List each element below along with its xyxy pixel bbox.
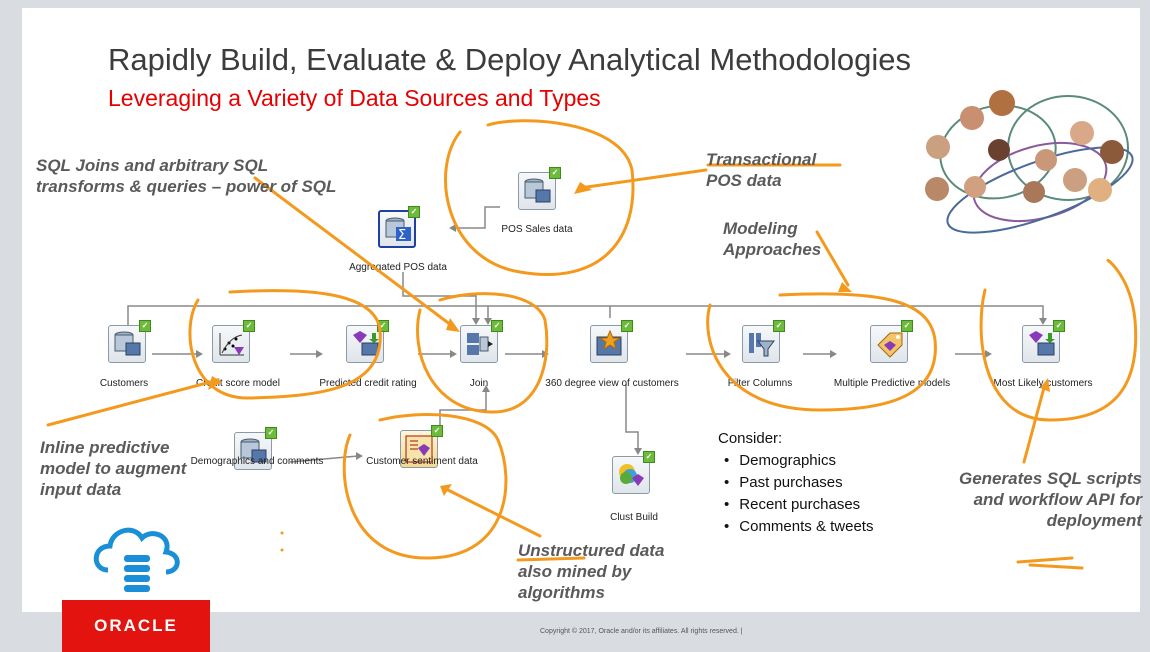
status-check-icon: ✓ [431, 425, 443, 437]
node-label: Multiple Predictive models [833, 378, 951, 389]
status-check-icon: ✓ [643, 451, 655, 463]
consider-item: Past purchases [724, 472, 873, 494]
database-table-icon: ✓ [234, 427, 277, 470]
callout-line: algorithms [518, 583, 605, 602]
status-check-icon: ✓ [408, 206, 420, 218]
filter-icon: ✓ [742, 320, 785, 363]
callout-line: Generates SQL scripts [959, 469, 1142, 488]
node-customers[interactable]: ✓ [108, 320, 151, 363]
status-check-icon: ✓ [491, 320, 503, 332]
callout-inline-predictive: Inline predictive model to augment input… [40, 437, 186, 500]
node-label: Clust Build [610, 512, 658, 523]
node-360-view[interactable]: ✓ [590, 320, 633, 363]
node-label: Customer sentiment data [366, 456, 478, 467]
callout-line: POS data [706, 171, 782, 190]
callout-word: Unstructured [518, 541, 625, 560]
slide-subtitle: Leveraging a Variety of Data Sources and… [108, 85, 601, 111]
node-label: Join [469, 378, 489, 389]
node-label: Predicted credit rating [319, 378, 417, 389]
callout-line: SQL Joins and arbitrary SQL [36, 156, 269, 175]
callout-generates-sql: Generates SQL scripts and workflow API f… [930, 468, 1142, 531]
node-label: Demographics and comments [190, 456, 324, 467]
person-avatar-icon [925, 90, 1124, 203]
database-table-icon: ✓ [518, 167, 561, 210]
diamond-tag-icon: ✓ [870, 320, 913, 363]
node-label: Aggregated POS data [349, 262, 447, 273]
node-join[interactable]: ✓ [460, 320, 503, 363]
callout-modeling: Modeling Approaches [723, 218, 821, 260]
callout-line: Modeling [723, 219, 798, 238]
status-check-icon: ✓ [139, 320, 151, 332]
status-check-icon: ✓ [549, 167, 561, 179]
status-check-icon: ✓ [265, 427, 277, 439]
callout-line: also mined by [518, 562, 632, 581]
callout-transactional: Transactional POS data [706, 149, 816, 191]
database-table-icon: ✓ [108, 320, 151, 363]
callout-line: Approaches [723, 240, 822, 259]
oracle-logo: ORACLE [62, 600, 210, 652]
node-label: Customers [99, 378, 149, 389]
node-pos-sales[interactable]: ✓ [518, 167, 561, 210]
node-sentiment[interactable]: ✓ [400, 425, 443, 468]
node-label: POS Sales data [501, 224, 573, 235]
consider-item: Comments & tweets [724, 516, 873, 538]
consider-item: Demographics [724, 450, 873, 472]
node-most-likely[interactable]: ✓ [1022, 320, 1065, 363]
callout-line: and workflow API for [973, 490, 1142, 509]
node-credit-score[interactable]: ✓ [212, 320, 255, 363]
node-multiple-predictive[interactable]: ✓ [870, 320, 913, 363]
status-check-icon: ✓ [773, 320, 785, 332]
status-check-icon: ✓ [901, 320, 913, 332]
cluster-icon: ✓ [612, 451, 655, 494]
status-check-icon: ✓ [621, 320, 633, 332]
copyright-text: Copyright © 2017, Oracle and/or its affi… [540, 628, 743, 635]
node-demographics[interactable]: ✓ [234, 427, 277, 470]
node-filter-columns[interactable]: ✓ [742, 320, 785, 363]
slide [22, 8, 1140, 612]
status-check-icon: ✓ [243, 320, 255, 332]
callout-line: input data [40, 480, 122, 499]
node-label: 360 degree view of customers [545, 378, 679, 389]
node-label: Filter Columns [727, 378, 793, 389]
table-star-icon: ✓ [590, 320, 633, 363]
callout-unstructured: Unstructured data also mined by algorith… [518, 540, 664, 603]
consider-item: Recent purchases [724, 494, 873, 516]
node-clust-build[interactable]: ✓ [612, 451, 655, 494]
consider-heading: Consider: [718, 430, 783, 447]
callout-line: Unstructured data [518, 540, 664, 561]
consider-list: Consider: Demographics Past purchases Re… [718, 428, 873, 538]
node-label: Credit score model [196, 378, 280, 389]
svg-text:Σ: Σ [398, 228, 406, 243]
node-aggregated-pos[interactable]: Σ ✓ [378, 206, 420, 248]
callout-sql-joins: SQL Joins and arbitrary SQL transforms &… [36, 155, 336, 197]
callout-word: data [624, 541, 665, 560]
callout-line: Inline predictive [40, 438, 170, 457]
join-icon: ✓ [460, 320, 503, 363]
node-label: Most Likely customers [993, 378, 1093, 389]
callout-line: Transactional [706, 150, 817, 169]
aggregate-sigma-icon: Σ ✓ [378, 206, 420, 248]
status-check-icon: ✓ [1053, 320, 1065, 332]
callout-line: model to augment [40, 459, 187, 478]
scatter-model-icon: ✓ [212, 320, 255, 363]
diamond-apply-icon: ✓ [1022, 320, 1065, 363]
text-document-icon: ✓ [400, 425, 443, 468]
callout-line: transforms & queries – power of SQL [36, 177, 337, 196]
slide-title: Rapidly Build, Evaluate & Deploy Analyti… [108, 42, 912, 77]
callout-line: deployment [1046, 511, 1142, 530]
